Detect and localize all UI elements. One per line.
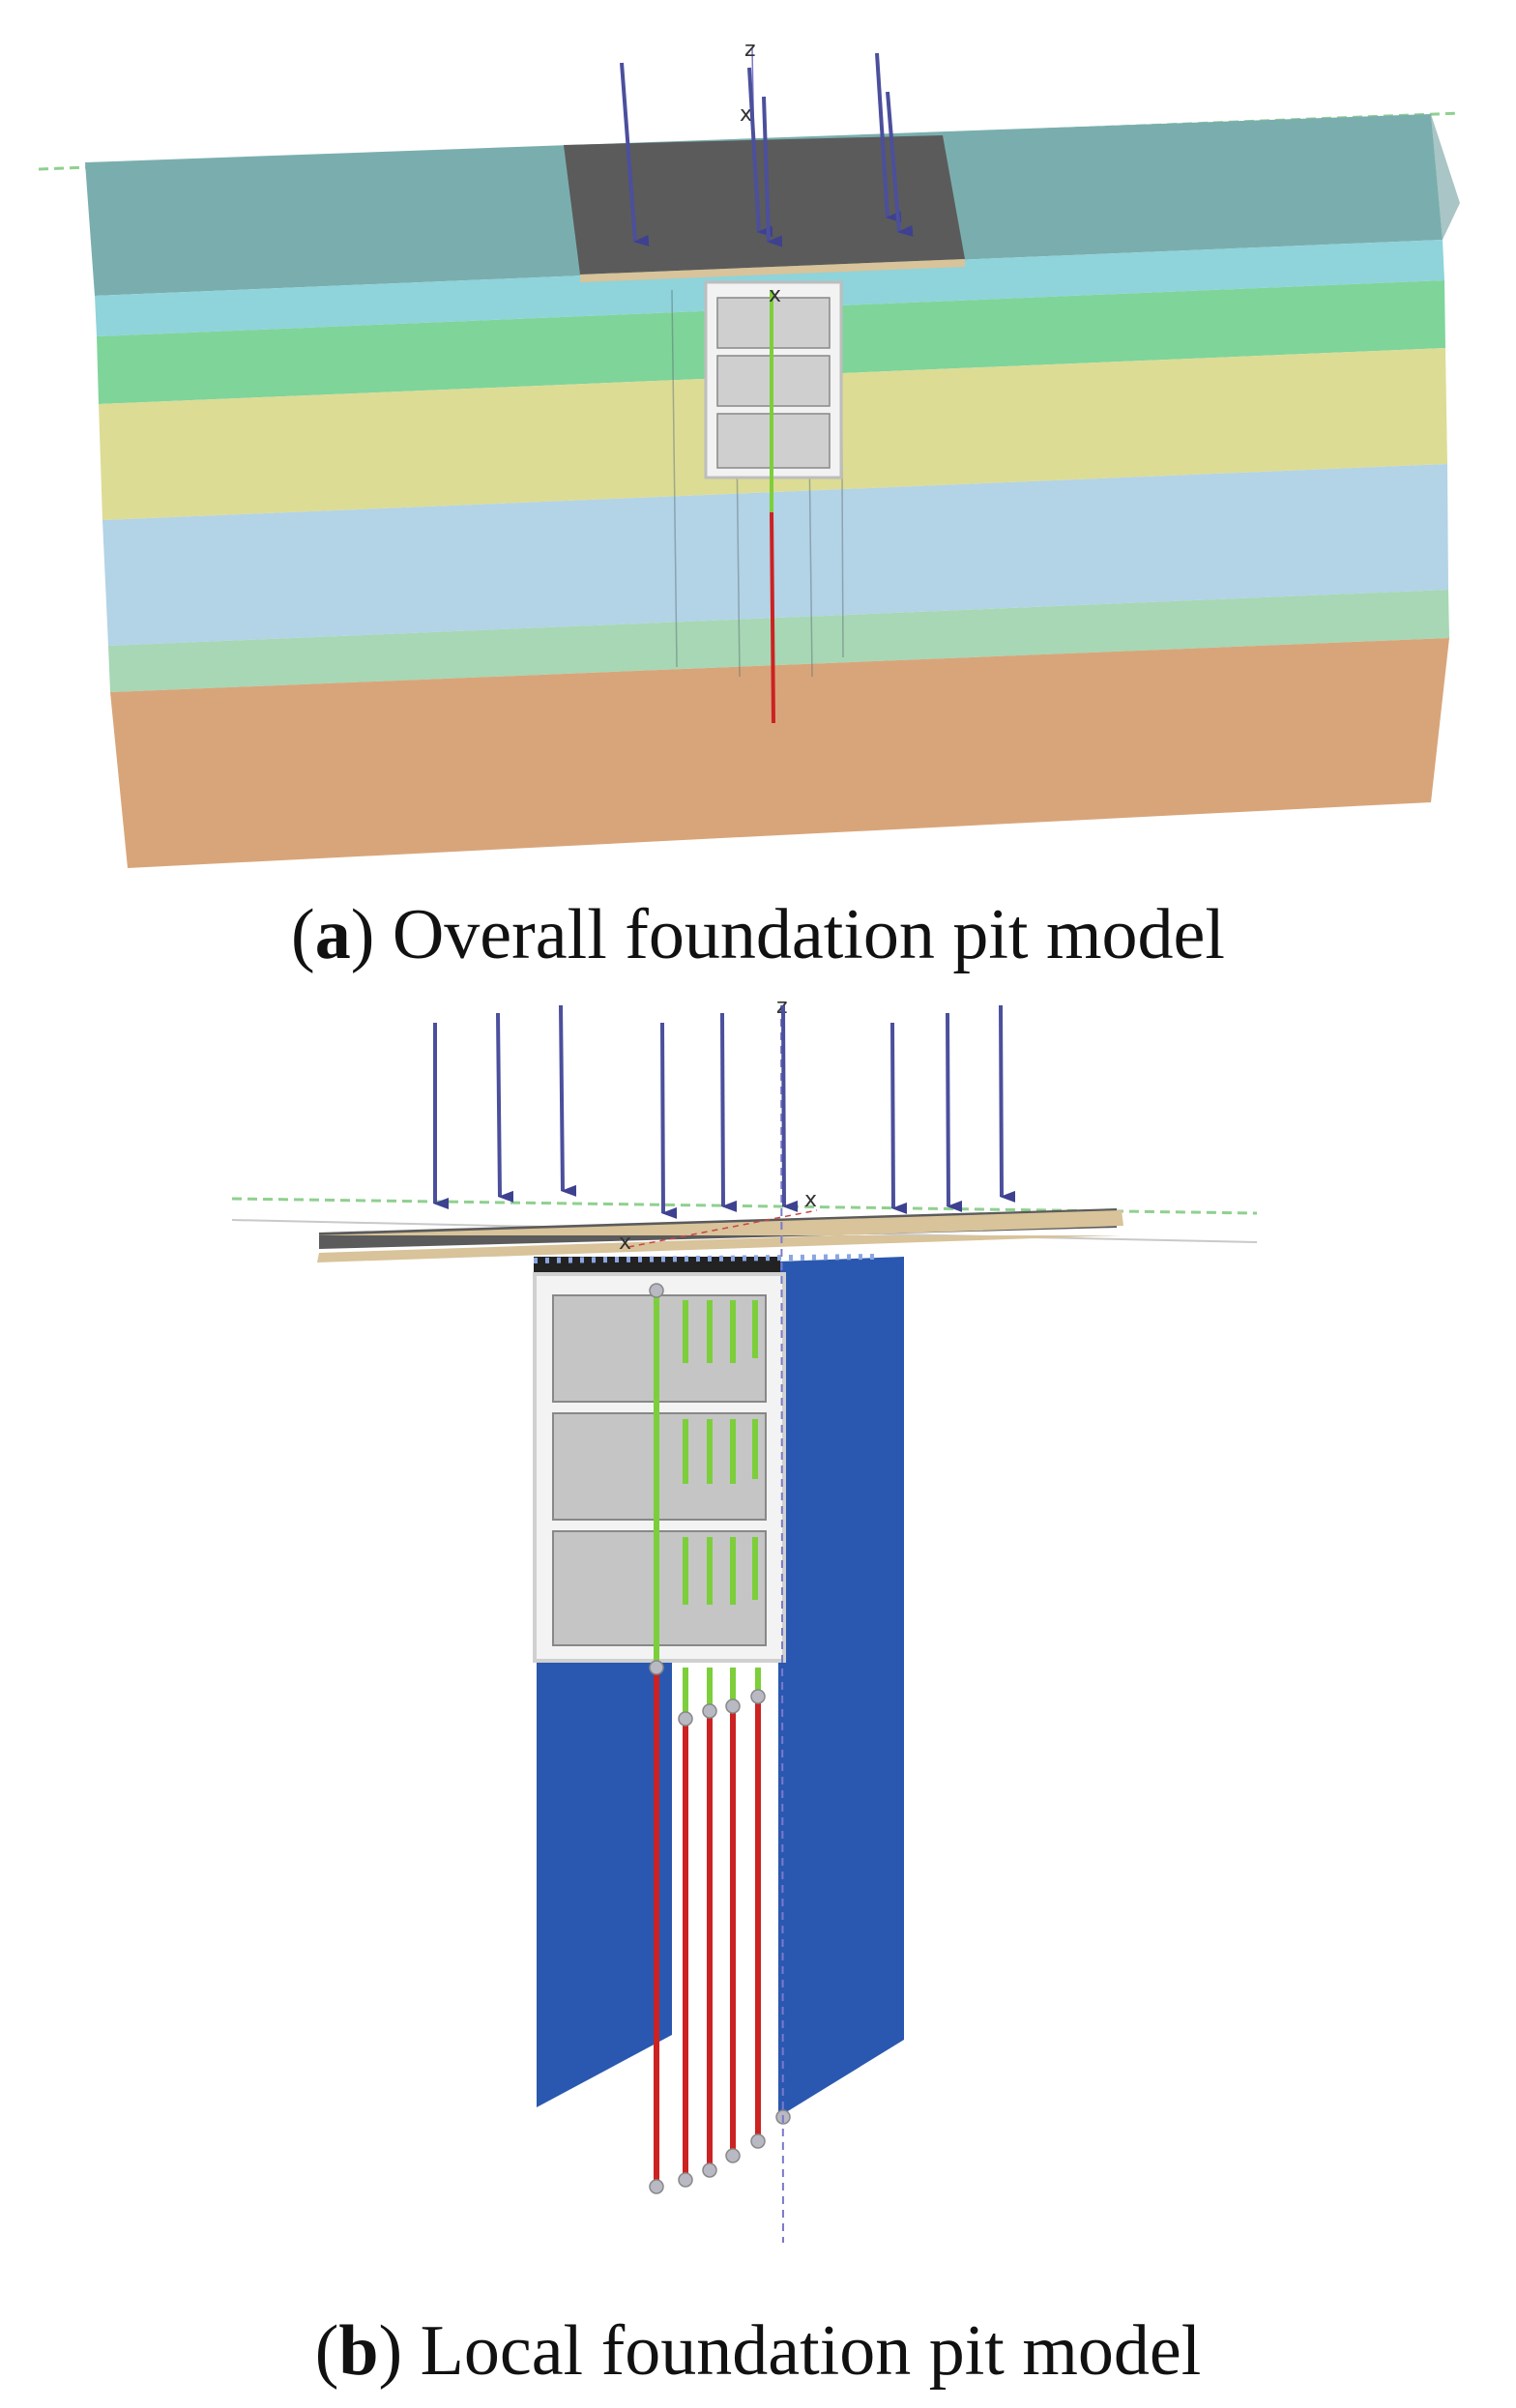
soil-layer-6 bbox=[108, 590, 1449, 692]
panel-b-caption: (b) Local foundation pit model bbox=[314, 2311, 1202, 2391]
panel-a-letter: a bbox=[314, 895, 351, 974]
diaphragm-wall-right bbox=[778, 1257, 904, 2117]
load-arrow bbox=[496, 1012, 514, 1203]
load-arrow bbox=[660, 1022, 678, 1219]
pile-lower bbox=[770, 511, 775, 724]
pit-structure bbox=[704, 280, 843, 724]
panel-b-local-model: z x x bbox=[231, 995, 1258, 2244]
load-arrow bbox=[886, 91, 914, 237]
panel-b-letter: b bbox=[338, 2311, 379, 2391]
z-axis-line-b bbox=[780, 1004, 784, 2244]
x-axis-label-b: x bbox=[804, 1188, 817, 1212]
soil-layer-5 bbox=[102, 464, 1448, 646]
panel-a-overall-model: z x x bbox=[38, 38, 1461, 868]
load-arrow bbox=[890, 1022, 908, 1214]
x-axis-line-b bbox=[627, 1209, 818, 1248]
load-arrow bbox=[747, 67, 773, 238]
surface-slab-edge bbox=[580, 259, 965, 282]
load-arrows-a bbox=[620, 52, 914, 247]
piles-b bbox=[654, 1668, 761, 2187]
diaphragm-wall-left bbox=[537, 1663, 672, 2107]
load-arrow bbox=[559, 1004, 577, 1197]
panel-a-caption: (a) Overall foundation pit model bbox=[291, 895, 1225, 974]
surface-slab bbox=[564, 135, 965, 275]
soil-layer-7 bbox=[110, 638, 1449, 868]
load-arrow bbox=[999, 1004, 1016, 1203]
load-arrow bbox=[720, 1012, 738, 1212]
load-arrow bbox=[762, 96, 783, 247]
x-axis-label-b2: x bbox=[619, 1231, 631, 1255]
panel-a-caption-text: Overall foundation pit model bbox=[392, 895, 1225, 974]
load-arrows-b bbox=[433, 1004, 1016, 1219]
x-axis-label-a2: x bbox=[769, 283, 781, 307]
load-arrow bbox=[875, 52, 902, 223]
pile-nodes bbox=[649, 1283, 791, 2194]
load-arrow bbox=[620, 62, 650, 247]
load-arrow bbox=[781, 1004, 799, 1212]
x-axis-label-a: x bbox=[740, 102, 752, 127]
z-axis-label-a: z bbox=[744, 38, 756, 62]
panel-b-caption-text: Local foundation pit model bbox=[420, 2311, 1202, 2391]
soil-block-side bbox=[1431, 114, 1460, 240]
surface-slab-b-edge bbox=[314, 1210, 1123, 1262]
